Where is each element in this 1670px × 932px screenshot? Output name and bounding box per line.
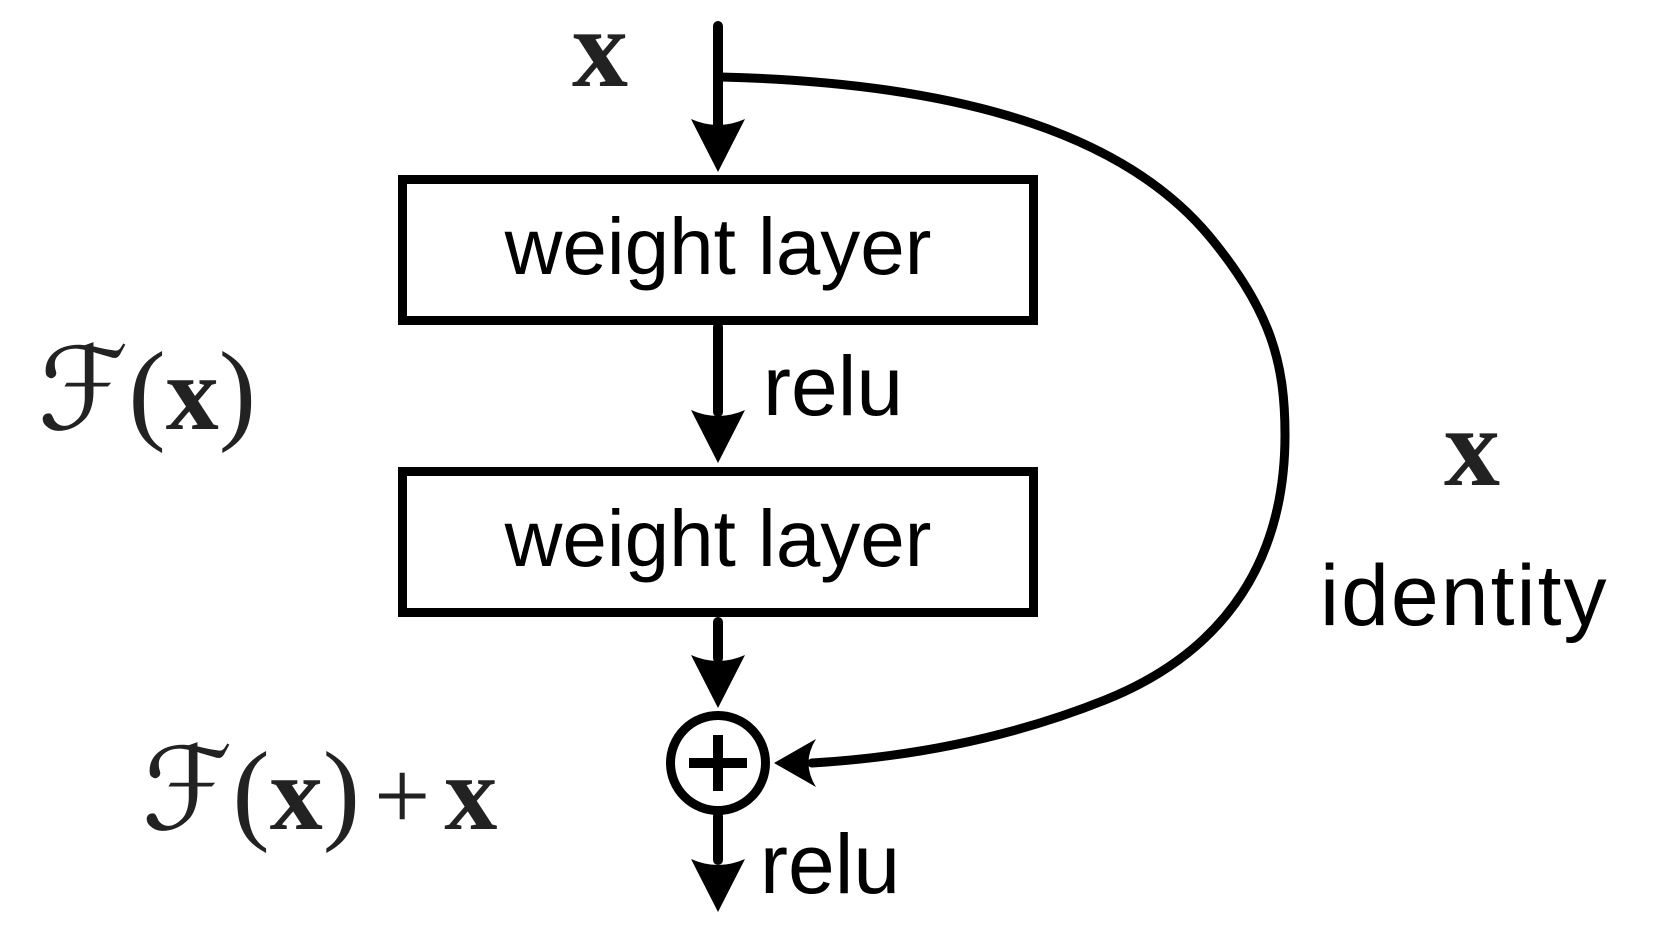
output-arrowhead [691,859,745,912]
relu-after-sum-label: relu [760,817,901,911]
residual-function-label: ℱ(x) [38,333,256,449]
weight-layer-bottom-label: weight layer [504,494,932,583]
open-paren: ( [128,330,166,454]
identity-label: identity [1320,548,1609,644]
weight-layer-box-bottom: weight layer [398,467,1038,617]
identity-x: x [444,735,498,852]
plus-operator: + [374,740,431,851]
close-paren: ) [218,330,256,454]
skip-x-label: x [1444,386,1500,510]
arg-x: x [165,335,219,452]
skip-arrowhead [774,739,816,787]
open-paren: ( [232,730,270,854]
weight-layer-box-top: weight layer [398,175,1038,325]
script-f-glyph: ℱ [38,323,129,457]
close-paren: ) [322,730,360,854]
output-expression-label: ℱ(x)+x [142,733,497,851]
arg-x: x [269,735,323,852]
relu-between-label: relu [763,339,904,433]
weight-layer-top-label: weight layer [504,202,932,291]
script-f-glyph: ℱ [142,723,233,857]
plus-icon [689,735,747,791]
to-sum-arrowhead [691,655,745,708]
input-arrowhead [691,119,745,172]
interlayer-arrowhead [691,410,745,463]
skip-connection-curve [715,72,1290,768]
input-x-label: x [572,0,628,111]
